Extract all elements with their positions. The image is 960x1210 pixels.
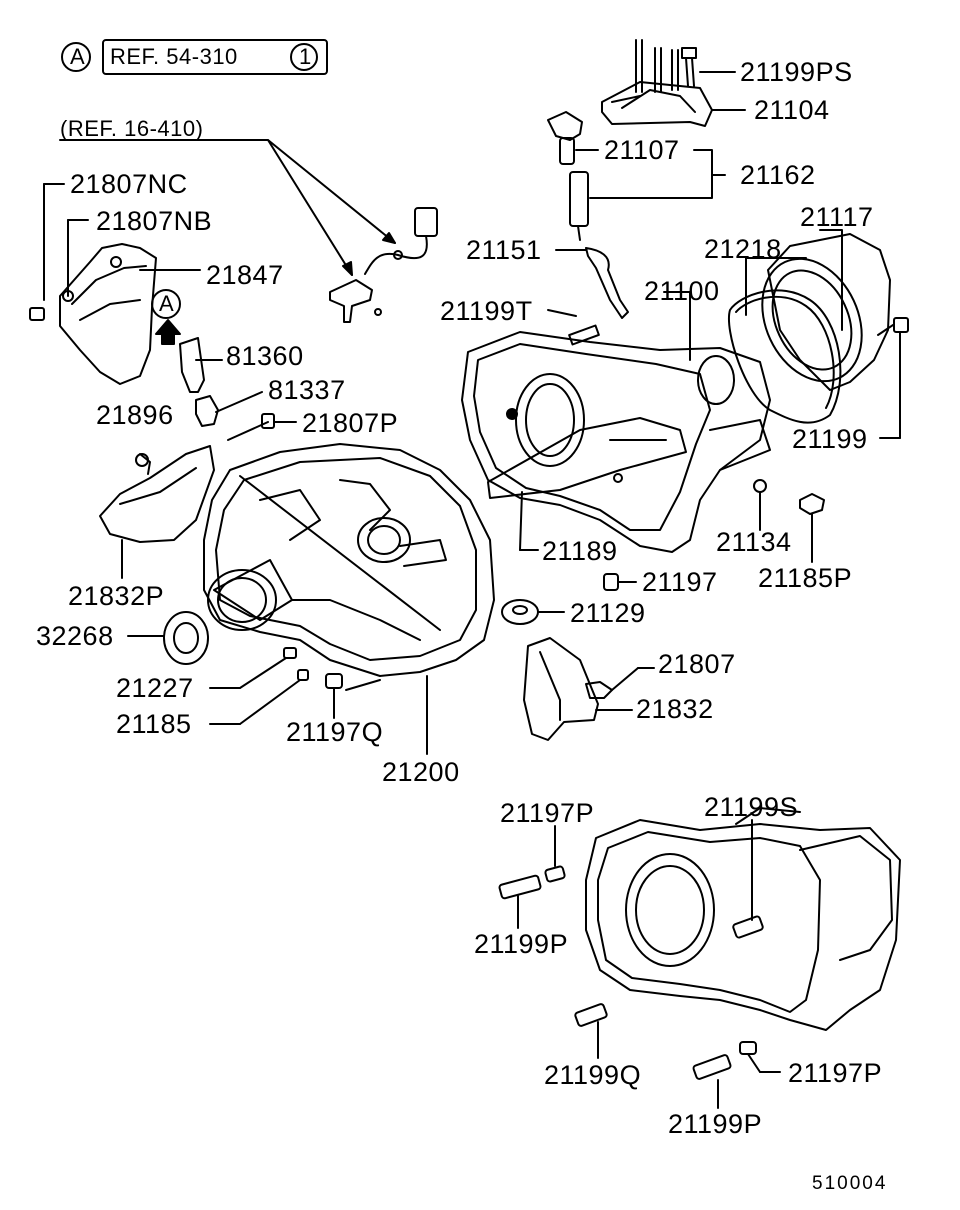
callout-21162[interactable]: 21162 <box>740 160 816 190</box>
marker-a-label: A <box>70 44 86 69</box>
diagram-marker-a: A <box>159 291 175 316</box>
callout-21189[interactable]: 21189 <box>542 536 618 566</box>
bracket-21832p <box>99 445 215 579</box>
callout-21218[interactable]: 21218 <box>704 234 782 264</box>
callout-21199t[interactable]: 21199T <box>440 296 533 326</box>
speedometer-parts <box>151 289 297 441</box>
ref-circle <box>290 43 318 71</box>
callout-21199p-upper[interactable]: 21199P <box>474 929 569 959</box>
clutch-housing-21200 <box>203 443 495 755</box>
callout-21199s[interactable]: 21199S <box>704 792 799 822</box>
callout-21199q[interactable]: 21199Q <box>544 1060 642 1090</box>
callout-21807nb[interactable]: 21807NB <box>96 206 213 236</box>
callout-21199ps[interactable]: 21199PS <box>740 57 853 87</box>
callout-21185[interactable]: 21185 <box>116 709 192 739</box>
cover-21117-gasket-21218 <box>728 229 909 439</box>
callout-21129[interactable]: 21129 <box>570 598 646 628</box>
callout-21807p[interactable]: 21807P <box>302 408 399 438</box>
shield-21847 <box>29 183 201 385</box>
callout-21807nc[interactable]: 21807NC <box>70 169 188 199</box>
callout-21197p-lower[interactable]: 21197P <box>788 1058 883 1088</box>
breather-plug-tube <box>547 111 726 319</box>
callout-21896[interactable]: 21896 <box>96 400 174 430</box>
callout-21185p[interactable]: 21185P <box>758 563 853 593</box>
ref-secondary-label[interactable]: (REF. 16-410) <box>60 116 204 141</box>
callout-21832[interactable]: 21832 <box>636 694 714 724</box>
callout-21134[interactable]: 21134 <box>716 527 792 557</box>
mount-bracket-21104 <box>601 39 746 127</box>
ref-circle-label: 1 <box>299 44 312 69</box>
marker-a-circle <box>61 42 91 72</box>
callout-81360[interactable]: 81360 <box>226 341 304 371</box>
reference-header-graphics <box>61 39 328 75</box>
callout-21199[interactable]: 21199 <box>792 424 868 454</box>
callout-21151[interactable]: 21151 <box>466 235 542 265</box>
callout-81337[interactable]: 81337 <box>268 375 346 405</box>
callout-21227[interactable]: 21227 <box>116 673 194 703</box>
callout-21107[interactable]: 21107 <box>604 135 680 165</box>
speed-sensor-harness <box>329 207 438 323</box>
callout-21197[interactable]: 21197 <box>642 567 718 597</box>
ref-main-label[interactable]: REF. 54-310 <box>110 44 238 69</box>
callout-21200[interactable]: 21200 <box>382 757 460 787</box>
lower-case-view <box>498 807 901 1109</box>
ref-box <box>102 39 328 75</box>
callout-21104[interactable]: 21104 <box>754 95 830 125</box>
callout-21832p[interactable]: 21832P <box>68 581 165 611</box>
drawing-code: 510004 <box>812 1173 888 1194</box>
callout-21117[interactable]: 21117 <box>800 202 874 232</box>
bracket-21832 <box>523 637 655 741</box>
transmission-case-21100 <box>461 291 825 591</box>
callout-21199p-lower[interactable]: 21199P <box>668 1109 763 1139</box>
ref-16-410-leaders <box>59 139 396 276</box>
callout-21100[interactable]: 21100 <box>644 276 720 306</box>
callout-21807[interactable]: 21807 <box>658 649 736 679</box>
callout-21197p-upper[interactable]: 21197P <box>500 798 595 828</box>
oil-seal-washer <box>127 599 565 725</box>
callout-21197q[interactable]: 21197Q <box>286 717 384 747</box>
callout-32268[interactable]: 32268 <box>36 621 114 651</box>
callout-21847[interactable]: 21847 <box>206 260 284 290</box>
